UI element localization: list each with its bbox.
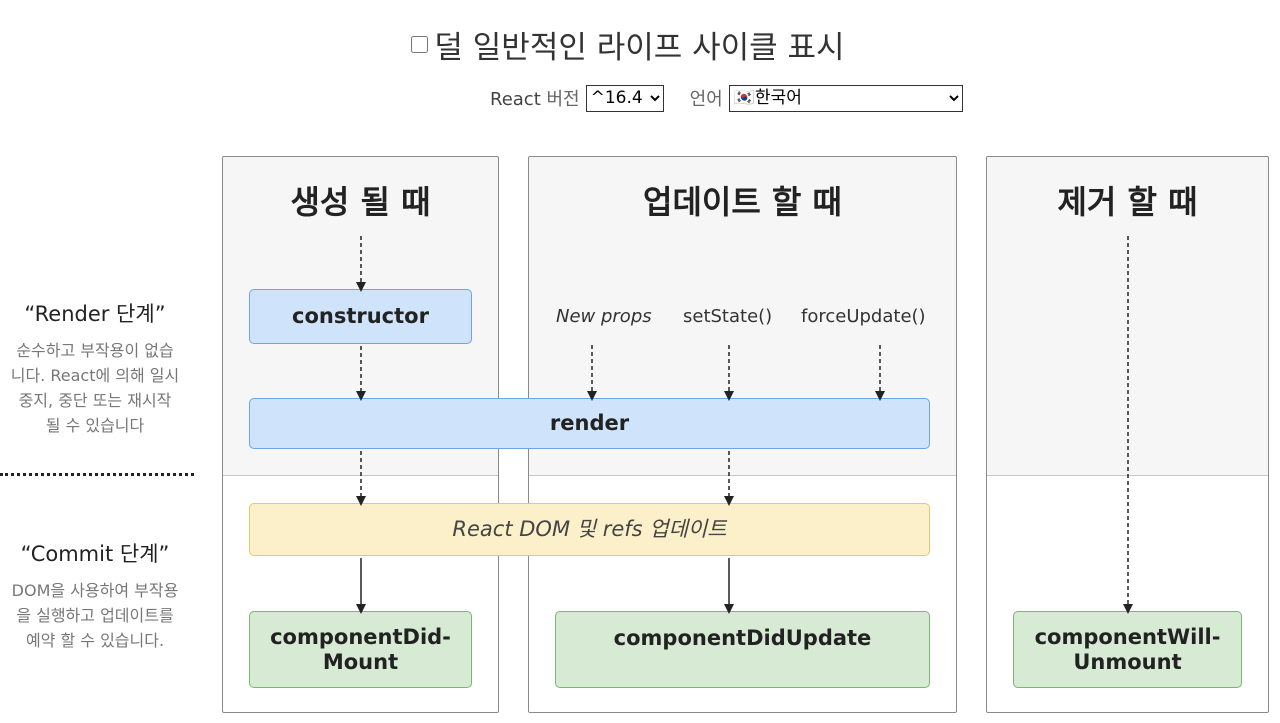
component-did-mount-line: componentDid-	[270, 624, 451, 649]
component-did-mount-line: Mount	[322, 649, 399, 674]
trigger-new-props: New props	[556, 306, 652, 327]
version-label: React 버전	[490, 85, 580, 111]
show-less-common-label[interactable]: 덜 일반적인 라이프 사이클 표시	[411, 22, 845, 67]
component-did-mount-box[interactable]: componentDid- Mount	[249, 611, 472, 688]
render-phase-desc-line: 될 수 있습니다	[45, 416, 145, 435]
render-phase-desc-line: 니다. React에 의해 일시	[10, 366, 180, 385]
trigger-force-update: forceUpdate()	[801, 306, 926, 327]
commit-phase-label: “Commit 단계” DOM을 사용하여 부작용 을 실행하고 업데이트를 예…	[0, 538, 190, 653]
version-language-controls: React 버전 ^16.4 언어 🇰🇷한국어	[490, 84, 963, 112]
commit-phase-description: DOM을 사용하여 부작용 을 실행하고 업데이트를 예약 할 수 있습니다.	[0, 578, 190, 653]
show-less-common-text: 덜 일반적인 라이프 사이클 표시	[434, 30, 845, 66]
commit-phase-desc-line: 을 실행하고 업데이트를	[16, 606, 174, 625]
commit-phase-title: “Commit 단계”	[20, 542, 170, 566]
mounting-column-title: 생성 될 때	[290, 183, 431, 221]
component-will-unmount-label: componentWill- Unmount	[1035, 625, 1221, 675]
language-label: 언어	[689, 89, 723, 110]
constructor-method-label: constructor	[292, 304, 429, 328]
render-method-label: render	[549, 411, 630, 435]
component-will-unmount-line: Unmount	[1073, 649, 1182, 674]
dom-refs-update-label: React DOM 및 refs 업데이트	[452, 517, 727, 541]
commit-phase-desc-line: 예약 할 수 있습니다.	[25, 631, 165, 650]
render-phase-desc-line: 중지, 중단 또는 재시작	[18, 391, 172, 410]
version-label-prefix: React	[490, 89, 541, 110]
component-will-unmount-line: componentWill-	[1034, 624, 1221, 649]
language-select[interactable]: 🇰🇷한국어	[728, 84, 963, 112]
component-did-update-box[interactable]: componentDidUpdate	[555, 611, 930, 688]
component-did-update-label: componentDidUpdate	[613, 626, 872, 650]
phase-divider	[0, 473, 194, 476]
constructor-method-box[interactable]: constructor	[249, 289, 472, 344]
show-less-common-toggle-row: 덜 일반적인 라이프 사이클 표시	[0, 22, 1268, 67]
version-label-suffix: 버전	[546, 89, 580, 110]
commit-phase-desc-line: DOM을 사용하여 부작용	[11, 581, 179, 600]
render-phase-desc-line: 순수하고 부작용이 없습	[16, 341, 174, 360]
trigger-set-state: setState()	[683, 306, 773, 327]
dom-refs-update-box: React DOM 및 refs 업데이트	[249, 503, 930, 556]
show-less-common-checkbox[interactable]	[411, 36, 429, 53]
render-phase-description: 순수하고 부작용이 없습 니다. React에 의해 일시 중지, 중단 또는 …	[0, 338, 190, 438]
unmounting-column-title: 제거 할 때	[1057, 183, 1198, 221]
render-method-box[interactable]: render	[249, 398, 930, 449]
render-phase-title: “Render 단계”	[24, 302, 166, 326]
updating-column-title: 업데이트 할 때	[643, 183, 842, 221]
component-did-mount-label: componentDid- Mount	[270, 625, 451, 675]
render-phase-label: “Render 단계” 순수하고 부작용이 없습 니다. React에 의해 일…	[0, 298, 190, 438]
version-select[interactable]: ^16.4	[585, 84, 664, 112]
component-will-unmount-box[interactable]: componentWill- Unmount	[1013, 611, 1242, 688]
